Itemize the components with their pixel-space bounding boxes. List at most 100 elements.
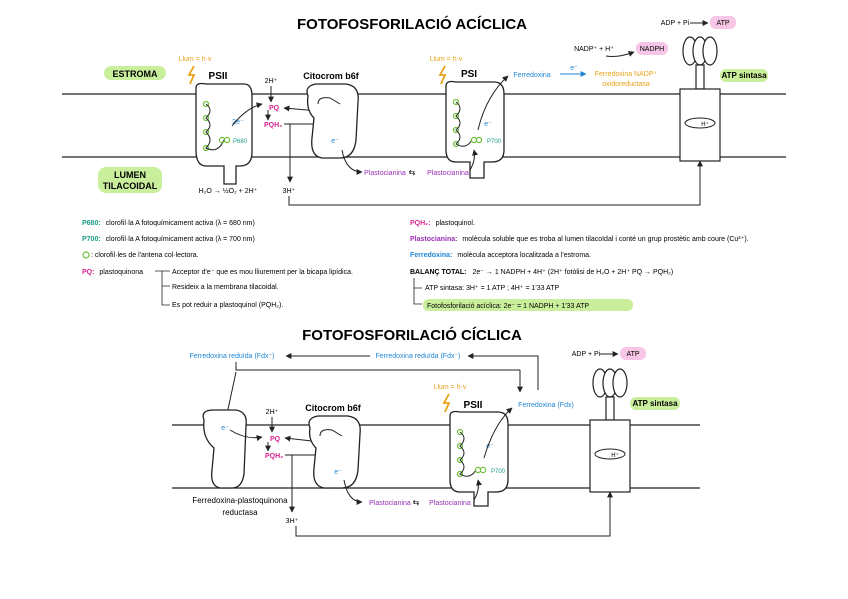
fdx-reduced-2: Ferredoxina reduïda (Fdx⁻) xyxy=(375,353,460,360)
light-label-psi: Llum = h·v xyxy=(430,56,463,63)
exchange-arrows: ⇆ xyxy=(409,168,416,177)
light-label-psii: Llum = h·v xyxy=(179,56,212,63)
nadp-to-nadph-arrow xyxy=(605,51,635,57)
cyclic-proton-2h: 2H⁺ xyxy=(266,409,279,416)
cyclic-cytochrome-label: Citocrom b6f xyxy=(305,403,362,413)
p680-label: P680 xyxy=(233,139,248,145)
fqr-label-2: reductasa xyxy=(222,508,258,517)
pq-label: PQ xyxy=(269,105,280,112)
atp-label: ATP xyxy=(716,20,729,27)
antenna-legend-icon xyxy=(82,251,90,259)
cyclic-atp-proton: H⁺ xyxy=(611,452,619,459)
proton-3h-bottom: 3H⁺ xyxy=(283,188,296,195)
cyclic-antenna-chlorophylls xyxy=(456,428,464,478)
atp-sintasa-label: ATP sintasa xyxy=(721,71,767,80)
fqr-complex xyxy=(202,409,247,489)
legend-pq-b2: Resideix a la membrana tilacoidal. xyxy=(172,284,279,291)
plastocianin-to-psi-arrow xyxy=(469,149,478,171)
ferredoxina-label: Ferredoxina xyxy=(513,72,550,79)
fdx-down-line xyxy=(235,362,520,371)
legend: P680: clorofil·la A fotoquímicament acti… xyxy=(82,220,749,311)
fdx-loop-arrow-2 xyxy=(467,353,539,390)
fqr-label-1: Ferredoxina-plastoquinona xyxy=(192,496,288,505)
legend-atp-line: ATP sintasa: 3H⁺ = 1 ATP ; 4H⁺ = 1'33 AT… xyxy=(425,285,559,292)
legend-p680-key: P680: xyxy=(82,220,101,227)
cyclic-fdx-label: Ferredoxina (Fdx) xyxy=(518,402,574,409)
psii-label: PSII xyxy=(209,71,228,82)
fnr-label-2: oxidoreductasa xyxy=(602,81,650,88)
cyclic-proton-gradient xyxy=(295,491,613,537)
cyclic-proton-3h: 3H⁺ xyxy=(286,518,299,525)
legend-pq-text: plastoquinona xyxy=(99,269,143,276)
legend-pq-b1: Acceptor d'e⁻ que es mou lliurement per … xyxy=(172,269,353,276)
fqr-to-pq-arrow xyxy=(229,429,263,441)
cyclic-ps-label: PSII xyxy=(464,400,483,411)
cyclic-atp-rotor xyxy=(594,448,626,460)
cyclic-atp-highlight xyxy=(620,347,646,360)
legend-p700: P700: clorofil·la A fotoquímicament acti… xyxy=(82,236,255,243)
legend-pqh2: PQH₂: plastoquinol. xyxy=(410,220,475,227)
cyclic-cyt-to-plasto xyxy=(343,479,363,505)
legend-ferre-text: molècula acceptora localitzada a l'estro… xyxy=(457,252,591,259)
fnr-label-1: Ferredoxina NADP⁺ xyxy=(595,71,658,78)
psi-electron: e⁻ xyxy=(484,121,492,128)
legend-balanc-text: 2e⁻ → 1 NADPH + 4H⁺ (2H⁺ fotòlisi de H₂O… xyxy=(472,269,673,276)
psi-label: PSI xyxy=(461,69,477,80)
psii-electron-label: 2e⁻ xyxy=(232,119,244,126)
legend-p700-text: clorofil·la A fotoquímicament activa (λ … xyxy=(106,236,255,243)
legend-ferre-key: Ferredoxina: xyxy=(410,252,452,259)
legend-p680-text: clorofil·la A fotoquímicament activa (λ … xyxy=(106,220,255,227)
ferredoxin-electron: e⁻ xyxy=(570,65,578,72)
cyclic-cytochrome xyxy=(308,415,361,489)
cyclic-electron-path xyxy=(459,431,477,477)
cyclic-p700-label: P700 xyxy=(491,469,506,475)
plastocianina-1: Plastocianina xyxy=(364,170,406,177)
legend-result: Fotofosforilació acíclica: 2e⁻ = 1 NADPH… xyxy=(427,303,589,310)
cytochrome-label: Citocrom b6f xyxy=(303,71,360,81)
plastocianina-2: Plastocianina xyxy=(427,170,469,177)
proton-gradient-line xyxy=(288,160,703,206)
lumen-label-2: TILACOIDAL xyxy=(103,181,158,191)
cyclic-plasto-1: Plastocianina xyxy=(369,500,411,507)
cyclic-pq: PQ xyxy=(270,436,281,443)
nadp-label: NADP⁺ + H⁺ xyxy=(574,46,614,53)
cytochrome-complex xyxy=(306,83,359,159)
p680-reaction-center-2 xyxy=(223,136,231,144)
atp-synthase-stalk xyxy=(695,64,705,90)
antenna-chlorophylls xyxy=(202,100,210,152)
atp-synthase-rotor xyxy=(684,117,716,129)
p700-reaction-center-2 xyxy=(475,136,483,144)
cyclic-ps-to-fd xyxy=(483,407,513,459)
pqh2-label: PQH₂ xyxy=(264,122,282,129)
cyclic-cytochrome-electron: e⁻ xyxy=(334,469,342,476)
psi-to-ferredoxin-arrow xyxy=(477,75,509,131)
proton-2h-top: 2H⁺ xyxy=(265,78,278,85)
legend-ferre: Ferredoxina: molècula acceptora localitz… xyxy=(410,252,591,259)
psi-electron-path xyxy=(455,101,473,147)
cytochrome-inner xyxy=(317,97,341,105)
atp-synthase-proton: H⁺ xyxy=(701,121,709,128)
cyclic-ps-electron: e⁻ xyxy=(486,443,494,450)
legend-pq-b3: Es pot reduir a plastoquinol (PQH₂). xyxy=(172,302,283,309)
cyclic-plasto-to-ps xyxy=(473,479,482,501)
psi-antenna-chlorophylls xyxy=(452,98,460,148)
nadph-highlight xyxy=(636,42,668,55)
cyclic-lightning-icon xyxy=(442,393,451,413)
legend-plasto-text: molècula soluble que es troba al lumen t… xyxy=(462,236,748,243)
atp-highlight xyxy=(710,16,736,29)
legend-pq: PQ: plastoquinona xyxy=(82,269,143,276)
cyclic-ps-complex xyxy=(449,410,509,507)
atp-sintasa-highlight xyxy=(720,69,768,82)
legend-plasto: Plastocianina: molècula soluble que es t… xyxy=(410,236,749,243)
cyclic-pqh2: PQH₂ xyxy=(265,453,283,460)
psi-complex xyxy=(445,80,505,179)
estroma-highlight xyxy=(104,66,166,80)
cyclic-atp-stalk xyxy=(605,396,615,421)
cyclic-p700-2 xyxy=(479,466,487,474)
water-splitting: H₂O → ½O₂ + 2H⁺ xyxy=(199,187,258,195)
cyclic-exchange: ⇆ xyxy=(413,498,420,507)
cyt-to-plastocianin-arrow xyxy=(341,149,363,175)
cyclic-atp-synthase-head xyxy=(592,368,628,398)
estroma-label: ESTROMA xyxy=(113,69,159,79)
